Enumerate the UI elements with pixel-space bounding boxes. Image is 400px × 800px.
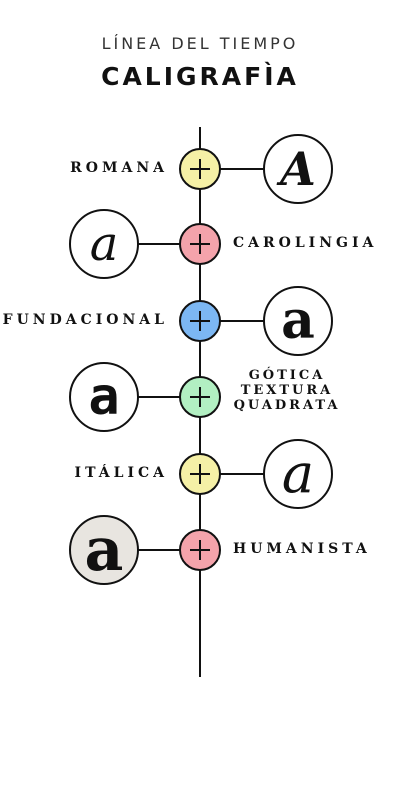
expand-button[interactable] — [179, 223, 221, 265]
expand-button[interactable] — [179, 529, 221, 571]
expand-button[interactable] — [179, 376, 221, 418]
letter-glyph: a — [88, 367, 120, 427]
timeline-label: FUNDACIONAL — [2, 312, 168, 328]
timeline-item-humanista: a HUMANISTA — [0, 515, 400, 585]
letter-sample-image: a — [69, 515, 139, 585]
connector-line — [136, 243, 182, 245]
letter-glyph: A — [280, 142, 316, 196]
letter-glyph: a — [89, 216, 119, 272]
expand-button[interactable] — [179, 453, 221, 495]
page-eyebrow: LÍNEA DEL TIEMPO — [101, 34, 299, 53]
letter-glyph: a — [281, 290, 315, 351]
timeline-label: ITÁLICA — [74, 465, 168, 481]
connector-line — [218, 320, 264, 322]
letter-sample-image: a — [69, 209, 139, 279]
letter-glyph: a — [281, 442, 315, 505]
letter-glyph: a — [84, 515, 124, 585]
page-title: CALIGRAFÌA — [101, 62, 299, 91]
timeline-item-fundacional: FUNDACIONAL a — [0, 286, 400, 356]
timeline-item-gotica: a GÓTICA TEXTURA QUADRATA — [0, 362, 400, 432]
connector-line — [218, 168, 264, 170]
letter-sample-image: A — [263, 134, 333, 204]
connector-line — [218, 473, 264, 475]
letter-sample-image: a — [263, 439, 333, 509]
expand-button[interactable] — [179, 148, 221, 190]
timeline-label: ROMANA — [70, 160, 168, 176]
connector-line — [136, 549, 182, 551]
timeline-item-carolingia: a CAROLINGIA — [0, 209, 400, 279]
expand-button[interactable] — [179, 300, 221, 342]
connector-line — [136, 396, 182, 398]
timeline-label: GÓTICA TEXTURA QUADRATA — [233, 368, 341, 413]
timeline-item-romana: ROMANA A — [0, 134, 400, 204]
timeline-label: CAROLINGIA — [233, 235, 378, 251]
letter-sample-image: a — [263, 286, 333, 356]
letter-sample-image: a — [69, 362, 139, 432]
timeline-item-italica: ITÁLICA a — [0, 439, 400, 509]
timeline-label: HUMANISTA — [233, 541, 371, 557]
